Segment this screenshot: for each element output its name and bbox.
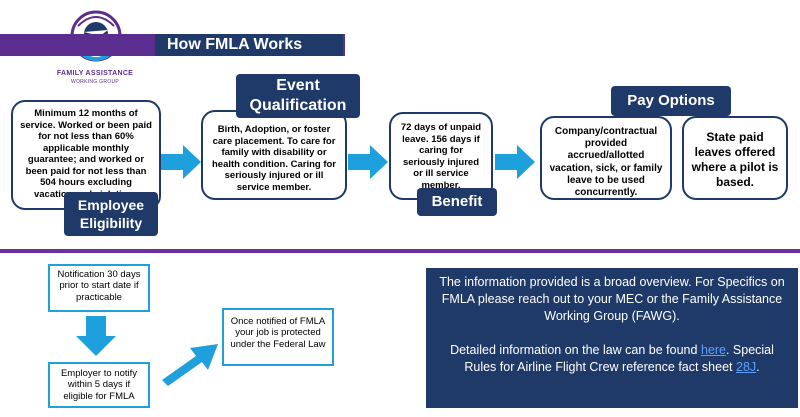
pay-option-company-text: Company/contractual provided accrued/all… [549, 126, 663, 198]
arrow-right-icon [348, 145, 388, 179]
employer-notify-box: Employer to notify within 5 days if elig… [48, 362, 150, 408]
job-protected-box: Once notified of FMLA your job is protec… [222, 308, 334, 366]
notification-box: Notification 30 days prior to start date… [48, 264, 150, 312]
section-divider [0, 249, 800, 253]
info-para2: Detailed information on the law can be f… [450, 343, 774, 374]
benefit-label: Benefit [417, 188, 497, 216]
notification-text: Notification 30 days prior to start date… [57, 269, 141, 303]
benefit-text: 72 days of unpaid leave. 156 days if car… [400, 122, 482, 191]
eligibility-label: Employee Eligibility [64, 192, 158, 236]
law-details-link[interactable]: here [700, 343, 726, 357]
event-box: Birth, Adoption, or foster care placemen… [201, 110, 347, 200]
info-para1: The information provided is a broad over… [439, 275, 785, 323]
event-label: Event Qualification [236, 74, 360, 118]
pay-option-company-box: Company/contractual provided accrued/all… [540, 116, 672, 200]
info-panel: The information provided is a broad over… [426, 268, 798, 408]
logo-text-line1: FAMILY ASSISTANCE [56, 70, 134, 77]
fact-sheet-link[interactable]: 28J [736, 360, 757, 374]
pay-option-state-box: State paid leaves offered where a pilot … [682, 116, 788, 200]
employer-notify-text: Employer to notify within 5 days if elig… [60, 368, 138, 402]
eligibility-text: Minimum 12 months of service. Worked or … [20, 108, 152, 201]
logo-text-line2: WORKING GROUP [70, 79, 120, 85]
pay-option-state-text: State paid leaves offered where a pilot … [691, 130, 779, 189]
pay-options-label: Pay Options [611, 86, 731, 116]
arrow-right-icon [495, 145, 535, 179]
job-protected-text: Once notified of FMLA your job is protec… [230, 316, 326, 350]
page-title: How FMLA Works [155, 34, 343, 56]
arrow-up-right-icon [162, 344, 218, 386]
arrow-down-icon [76, 316, 116, 356]
event-text: Birth, Adoption, or foster care placemen… [211, 124, 337, 193]
benefit-box: 72 days of unpaid leave. 156 days if car… [389, 112, 493, 200]
arrow-right-icon [161, 145, 201, 179]
